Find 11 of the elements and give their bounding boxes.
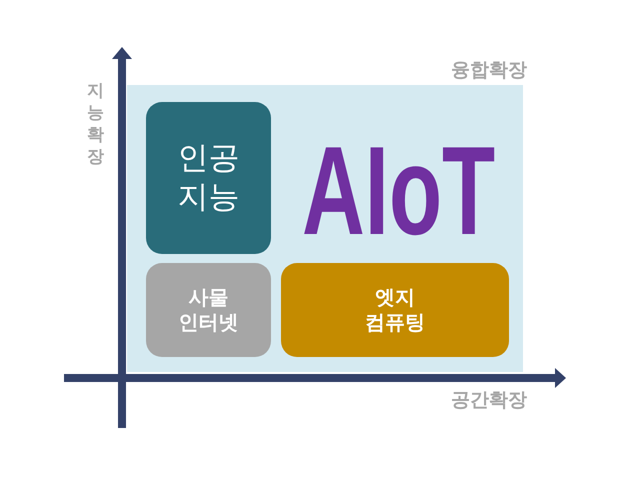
label-text: 사물 인터넷 — [178, 285, 238, 335]
axis-label: 융합확장 — [451, 61, 527, 80]
label-text: 인공 지능 — [178, 139, 240, 217]
axis-label: 공간확장 — [451, 391, 527, 410]
heading-text: AIoT — [302, 128, 496, 254]
label-text: 엣지 컴퓨팅 — [365, 285, 425, 335]
background-panel — [127, 85, 523, 372]
rounded-box — [146, 102, 271, 254]
rounded-box — [146, 263, 271, 357]
rounded-box — [281, 263, 509, 357]
axis-label: 지능확장 — [87, 80, 104, 168]
